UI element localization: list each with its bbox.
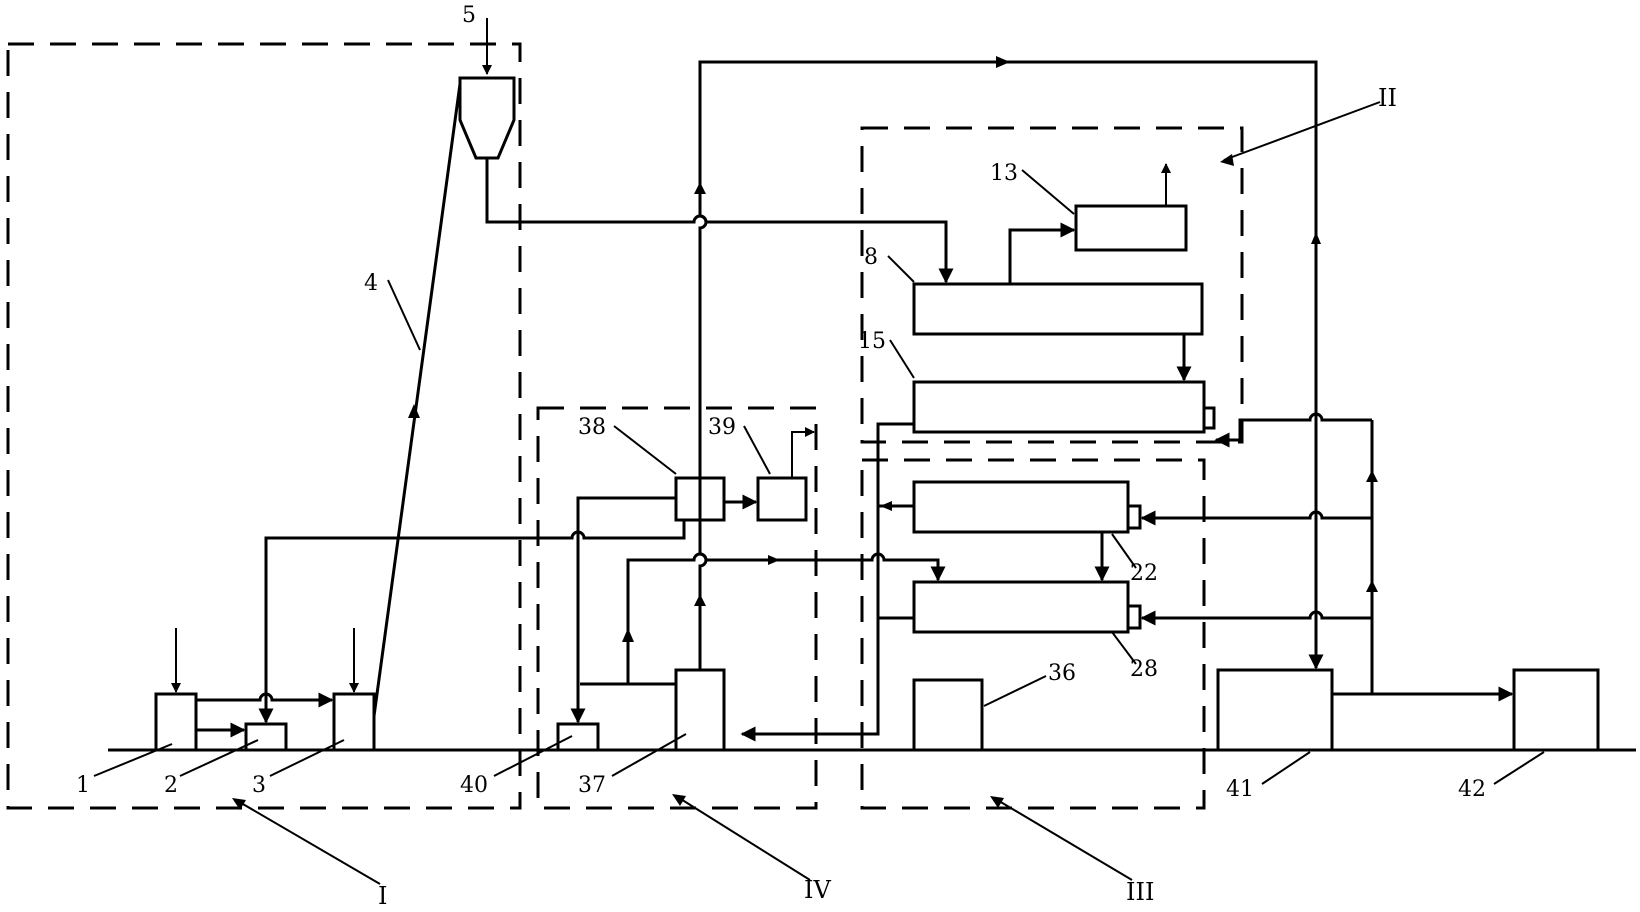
leader-13 [1021,169,1075,215]
leader-2 [179,739,259,777]
elevator-4-line [372,83,462,717]
outlet-22-arrow [880,501,892,511]
label-5: 5 [462,3,476,28]
riser-arrow-upper [694,182,706,194]
unit-1-box [154,692,198,752]
top-header-arrow [996,56,1010,68]
label-8: 8 [864,245,878,270]
unit-28-box [912,580,1130,634]
label-40: 40 [460,773,488,798]
unit-22-box [912,480,1130,534]
label-36: 36 [1048,661,1076,686]
label-15: 15 [858,329,886,354]
exhaust-39 [791,427,815,478]
unit-41-box [1216,668,1334,752]
zone-III-boundary [860,458,1206,810]
leader-III [993,797,1133,881]
unit-37-box [674,668,726,752]
leader-III-arrow [990,796,1004,808]
leader-4 [387,279,421,351]
leader-39 [743,425,771,475]
label-3: 3 [252,773,266,798]
label-42: 42 [1458,777,1486,802]
label-4: 4 [364,271,378,296]
outlet-15-line [740,422,914,742]
leader-8 [887,255,915,283]
leader-I-arrow [232,798,246,810]
zone-label-I: I [378,882,387,910]
branch-arrow-right [768,555,780,565]
flow-37-to-28 [626,552,946,686]
label-37: 37 [578,773,606,798]
return-riser-arrow-1 [1366,470,1378,482]
unit-8-box [912,282,1204,336]
leader-1 [93,743,173,777]
return-to-15 [1214,412,1372,448]
header-down-arrow [1311,232,1321,244]
leader-38 [613,425,677,475]
riser-37-top [698,60,1324,670]
label-13: 13 [990,161,1018,186]
leader-37 [611,733,687,777]
unit-15-box [912,380,1206,434]
label-39: 39 [708,415,736,440]
leader-40 [493,735,573,777]
label-41: 41 [1226,777,1254,802]
unit-36-box [912,678,984,752]
return-to-22 [1140,510,1372,526]
unit-28-nozzle [1126,604,1142,630]
unit-15-nozzle [1202,406,1216,430]
zone-I-boundary [6,42,522,810]
flow-8-to-13 [1008,222,1076,284]
zone-II-boundary [860,126,1244,444]
leader-28 [1111,631,1137,665]
unit-42-box [1512,668,1600,752]
branch-arrow-up [622,628,634,642]
elevator-4-arrow [408,404,420,418]
zone-label-III: III [1126,878,1154,906]
unit-22-nozzle [1126,504,1142,530]
leader-I [235,799,381,885]
leader-41 [1261,751,1311,785]
unit-39-box [756,476,808,522]
unit-40-box [556,722,600,752]
zone-label-IV: IV [804,876,831,904]
return-riser-arrow-2 [1366,580,1378,592]
riser-arrow-lower [694,594,706,606]
leader-22 [1111,533,1137,569]
return-to-28 [1140,610,1372,626]
leader-IV-arrow [672,794,686,806]
label-38: 38 [578,415,606,440]
hopper-5 [458,76,516,160]
leader-36 [983,675,1047,707]
leader-42 [1493,751,1545,785]
flow-38-to-2 [258,520,686,724]
label-28: 28 [1130,657,1158,682]
leader-II [1223,101,1381,161]
leader-II-arrow [1220,154,1234,166]
label-1: 1 [76,773,90,798]
unit-13-box [1074,204,1188,252]
leader-3 [269,739,345,777]
leader-IV [675,795,811,881]
leader-15 [889,339,915,379]
unit-2-box [244,722,288,752]
zone-label-II: II [1378,84,1397,112]
flow-1-to-3 [196,692,334,708]
flow-38-to-40 [570,496,676,724]
label-2: 2 [164,773,178,798]
label-22: 22 [1130,561,1158,586]
zone-IV-boundary [536,406,818,810]
